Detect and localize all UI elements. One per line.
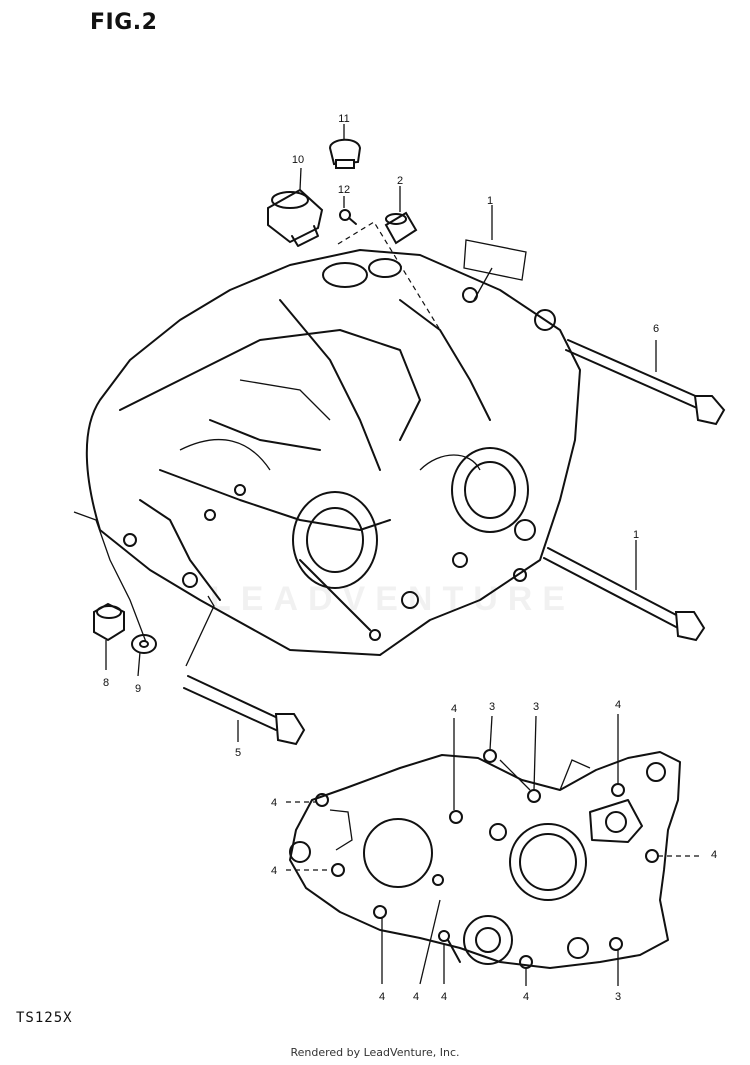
callout-4-left-lower: 4 [271, 865, 277, 877]
callout-11: 11 [338, 113, 349, 125]
callout-8: 8 [103, 677, 109, 689]
callout-4-bottom-3: 4 [441, 991, 447, 1003]
callout-2: 2 [397, 175, 403, 187]
callout-4-right: 4 [711, 849, 717, 861]
callout-12: 12 [338, 184, 350, 196]
crankcase-half-outline [289, 749, 681, 969]
small-screw-part [339, 209, 357, 225]
callout-3-top-left: 3 [489, 701, 495, 713]
bolt-6-part [565, 339, 726, 426]
bolt-7-part [543, 547, 706, 642]
callout-4-left-upper: 4 [271, 797, 277, 809]
callout-labels: 1 2 10 11 12 6 1 8 9 5 4 3 3 4 4 4 4 4 4… [103, 113, 717, 1003]
callout-4-top-left: 4 [451, 703, 457, 715]
footer-credit: Rendered by LeadVenture, Inc. [290, 1046, 460, 1059]
callout-4-bottom-2: 4 [413, 991, 419, 1003]
nut-part [93, 602, 125, 642]
callout-9: 9 [135, 683, 141, 695]
callout-4-bottom-4: 4 [523, 991, 529, 1003]
callout-6: 6 [653, 323, 659, 335]
bolt-5-part [183, 675, 306, 746]
callout-4-top-right: 4 [615, 699, 621, 711]
watermark: LEADVENTURE [210, 580, 576, 618]
leader-lines-upper [73, 124, 657, 742]
callout-1-upper: 1 [487, 195, 493, 207]
dowel-pin-part [384, 211, 418, 245]
callout-10: 10 [292, 154, 304, 166]
figure-title: FIG.2 [90, 10, 158, 35]
model-code: TS125X [16, 1010, 73, 1026]
leader-lines-lower [286, 714, 700, 986]
crankcase-assembly [85, 249, 581, 656]
callout-4-bottom-1: 4 [379, 991, 385, 1003]
callout-5: 5 [235, 747, 241, 759]
callout-1-lower: 1 [633, 529, 639, 541]
plug-part [328, 138, 362, 169]
callout-3-bottom: 3 [615, 991, 621, 1003]
callout-3-top-right: 3 [533, 701, 539, 713]
oil-filler-cap-part [267, 188, 324, 247]
